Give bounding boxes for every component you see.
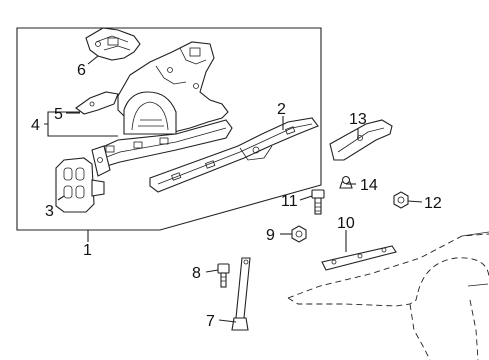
part-5-bracket <box>75 91 119 115</box>
part-8-bolt <box>217 263 230 288</box>
part-4-apron-assembly <box>91 41 233 177</box>
part-10-bar <box>321 245 397 271</box>
callout-7: 7 <box>206 313 215 330</box>
callout-11: 11 <box>281 193 298 210</box>
part-6-bracket <box>85 27 141 61</box>
part-3-plate <box>55 157 105 213</box>
fender-outline <box>287 231 489 360</box>
callout-10: 10 <box>337 215 355 232</box>
part-2-frame-rail <box>149 117 319 193</box>
callout-13: 13 <box>349 111 367 128</box>
part-11-bolt <box>311 189 325 215</box>
callout-9: 9 <box>266 227 275 244</box>
callout-1: 1 <box>83 242 92 259</box>
callout-2: 2 <box>277 101 286 118</box>
leader-lines <box>44 55 423 323</box>
part-13-brace <box>329 119 393 161</box>
part-7-strut <box>231 257 251 331</box>
callout-12: 12 <box>424 195 442 212</box>
callout-5: 5 <box>54 106 63 123</box>
callout-3: 3 <box>45 203 54 220</box>
part-14-clip <box>339 175 353 189</box>
callout-labels: 1 2 3 4 5 6 7 8 9 10 11 12 13 14 <box>31 62 442 330</box>
callout-14: 14 <box>360 177 378 194</box>
callout-6: 6 <box>77 62 86 79</box>
callout-4: 4 <box>31 117 40 134</box>
part-9-nut <box>291 225 307 243</box>
part-12-nut <box>393 191 409 209</box>
callout-8: 8 <box>192 265 201 282</box>
assembly-frame <box>16 27 322 231</box>
